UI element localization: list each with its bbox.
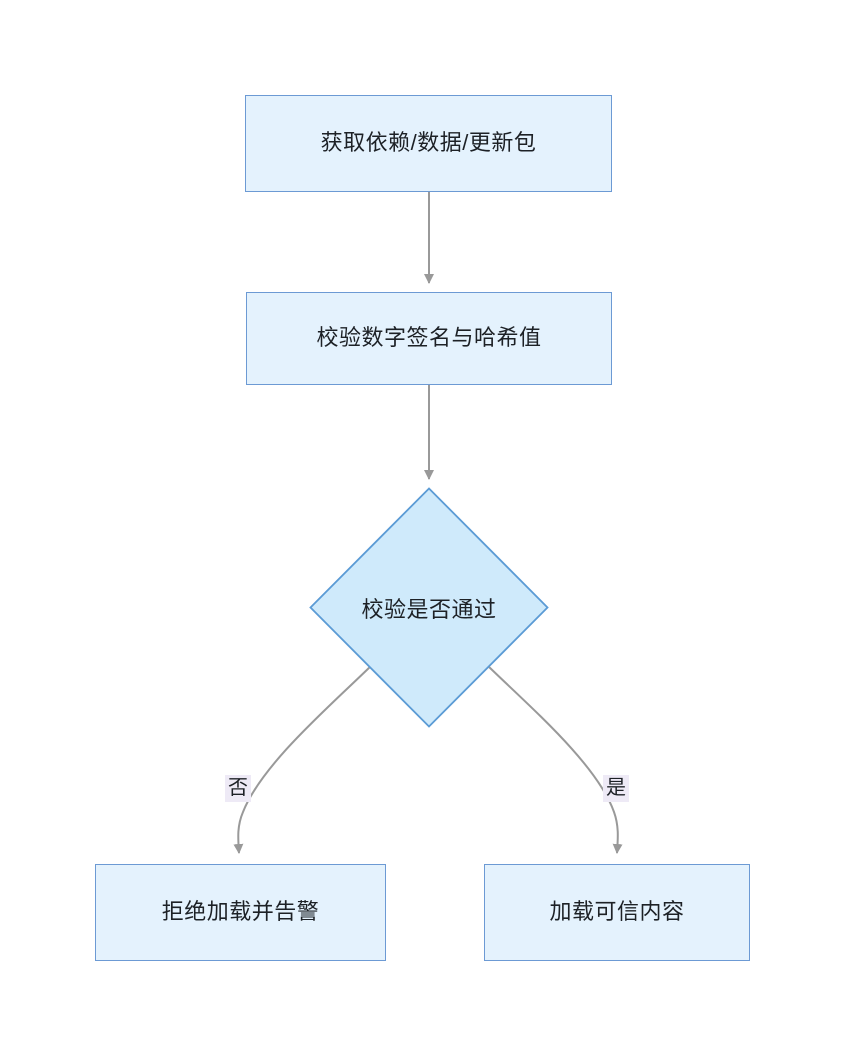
node-fetch[interactable]: 获取依赖/数据/更新包 <box>245 95 612 192</box>
node-check[interactable]: 校验是否通过 <box>309 487 549 728</box>
edge-label-yes: 是 <box>603 775 629 802</box>
edge-label-no: 否 <box>225 775 251 802</box>
edge-check-to-load <box>486 664 623 854</box>
edge-label-no-text: 否 <box>228 777 248 799</box>
node-reject[interactable]: 拒绝加载并告警 <box>95 864 386 961</box>
node-verify-label: 校验数字签名与哈希值 <box>316 325 542 351</box>
node-load-label: 加载可信内容 <box>549 899 685 925</box>
edge-check-to-reject <box>233 664 373 854</box>
node-verify[interactable]: 校验数字签名与哈希值 <box>246 292 612 385</box>
diamond-shape <box>309 487 549 728</box>
node-reject-label: 拒绝加载并告警 <box>161 899 320 925</box>
node-load[interactable]: 加载可信内容 <box>484 864 750 961</box>
node-fetch-label: 获取依赖/数据/更新包 <box>320 130 537 156</box>
edge-label-yes-text: 是 <box>606 777 626 799</box>
